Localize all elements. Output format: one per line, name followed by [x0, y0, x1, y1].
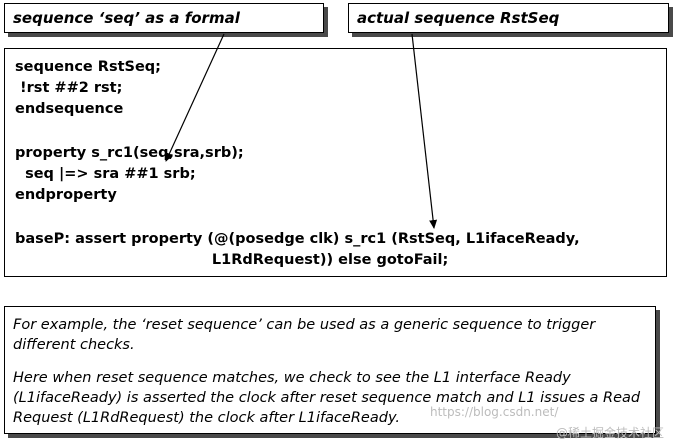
arrow-formal-to-seq: [165, 33, 225, 162]
formal-sequence-label: sequence ‘seq’ as a formal: [13, 9, 240, 27]
explanation-note: For example, the ‘reset sequence’ can be…: [4, 306, 656, 434]
actual-sequence-callout: actual sequence RstSeq: [348, 3, 669, 33]
note-paragraph-2: Here when reset sequence matches, we che…: [13, 370, 641, 426]
code-block: sequence RstSeq; !rst ##2 rst; endsequen…: [4, 48, 667, 277]
watermark-brand: @稀土掘金技术社区: [556, 426, 665, 440]
formal-sequence-callout: sequence ‘seq’ as a formal: [4, 3, 324, 33]
watermark-url: https://blog.csdn.net/: [430, 405, 559, 419]
code-line: sequence RstSeq;: [15, 59, 161, 75]
note-paragraph-1: For example, the ‘reset sequence’ can be…: [13, 317, 596, 353]
code-line: endsequence: [15, 101, 124, 117]
code-line: seq |=> sra ##1 srb;: [15, 166, 196, 182]
code-line: L1RdRequest)) else gotoFail;: [15, 252, 449, 268]
code-line: baseP: assert property (@(posedge clk) s…: [15, 231, 580, 247]
arrow-actual-to-rstseq: [411, 33, 438, 229]
code-line: !rst ##2 rst;: [15, 80, 123, 96]
actual-sequence-label: actual sequence RstSeq: [357, 9, 560, 27]
code-line: endproperty: [15, 187, 117, 203]
